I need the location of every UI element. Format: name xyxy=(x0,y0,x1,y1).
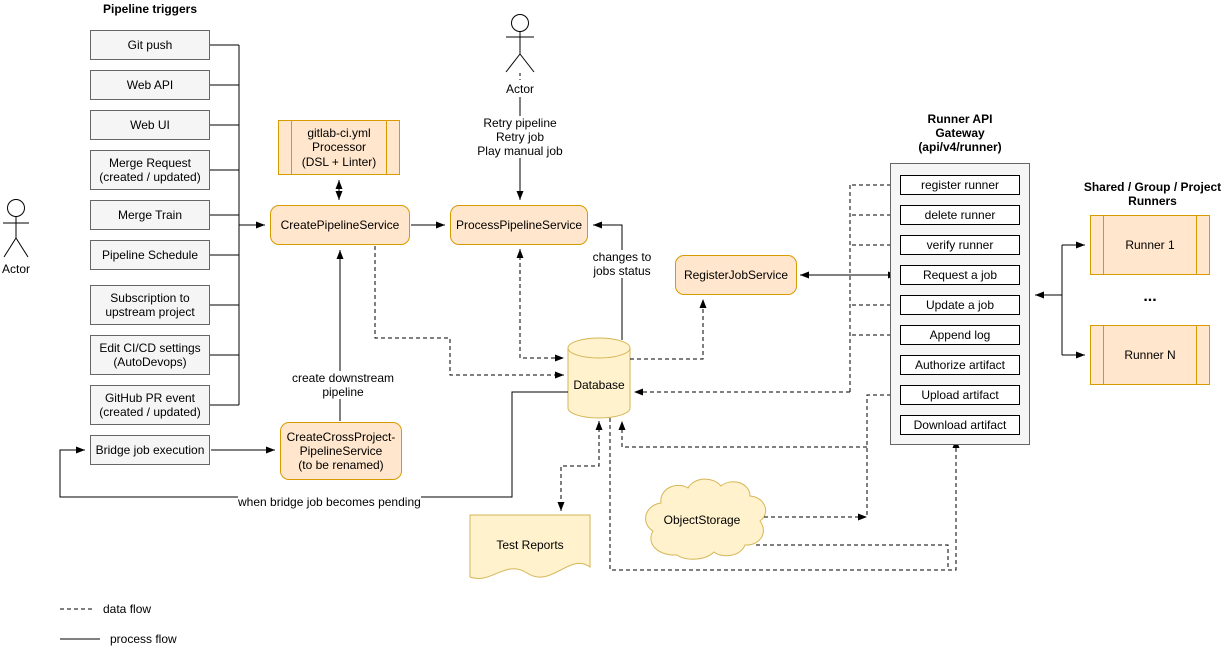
runner-n-label: Runner N xyxy=(1124,347,1176,362)
edge-upload-to-database xyxy=(618,421,867,448)
runner-1-label: Runner 1 xyxy=(1125,237,1175,252)
create-downstream-pipeline-label: create downstream pipeline xyxy=(283,371,403,400)
trigger-box-merge-request: Merge Request (created / updated) xyxy=(90,150,210,190)
process-bar-right xyxy=(1196,216,1197,274)
database-label: Database xyxy=(573,378,625,392)
trigger-box-bridge-job: Bridge job execution xyxy=(90,435,210,465)
runner-1-box: Runner 1 xyxy=(1090,215,1210,275)
edge-upload-to-objectstorage xyxy=(761,394,898,521)
runners-ellipsis: ... xyxy=(1143,288,1157,305)
endpoint-delete-runner: delete runner xyxy=(900,205,1020,225)
trigger-box-web-ui: Web UI xyxy=(90,110,210,140)
runner-n-box: Runner N xyxy=(1090,325,1210,385)
legend-process-flow-label: process flow xyxy=(110,632,177,646)
create-pipeline-service-box: CreatePipelineService xyxy=(270,205,410,245)
trigger-box-merge-train: Merge Train xyxy=(90,200,210,230)
register-job-service-box: RegisterJobService xyxy=(675,255,797,295)
trigger-box-github-pr: GitHub PR event (created / updated) xyxy=(90,385,210,425)
legend-line-samples xyxy=(60,608,100,640)
actor-top-label: Actor xyxy=(505,82,534,96)
endpoint-register-runner: register runner xyxy=(900,175,1020,195)
process-bar-left xyxy=(291,121,292,174)
retry-actions-label: Retry pipeline Retry job Play manual job xyxy=(448,116,592,159)
actor-top-figure xyxy=(505,14,535,80)
actor-left-label: Actor xyxy=(1,262,30,276)
actor-left-figure xyxy=(3,199,29,258)
edge-database-to-registerjob xyxy=(630,299,707,360)
create-cross-project-pipeline-service-box: CreateCrossProject- PipelineService (to … xyxy=(280,422,402,480)
gitlab-ci-yml-processor-box: gitlab-ci.yml Processor (DSL + Linter) xyxy=(278,120,400,175)
changes-to-jobs-status-label: changes to jobs status xyxy=(587,250,657,279)
test-reports-label: Test Reports xyxy=(496,538,564,552)
process-bar-left xyxy=(1103,326,1104,384)
when-bridge-job-pending-label: when bridge job becomes pending xyxy=(238,495,421,510)
endpoint-download-artifact: Download artifact xyxy=(900,415,1020,435)
edge-objectstorage-to-download xyxy=(756,544,949,570)
edge-database-to-processpipeline xyxy=(593,221,623,340)
edge-createpipeline-to-database xyxy=(374,246,564,379)
edge-testreports-database xyxy=(557,421,603,511)
trigger-box-edit-cicd: Edit CI/CD settings (AutoDevops) xyxy=(90,335,210,375)
edge-trigger-trunk xyxy=(210,44,240,406)
process-bar-left xyxy=(1103,216,1104,274)
legend-data-flow-label: data flow xyxy=(103,602,152,616)
runners-title: Shared / Group / Project Runners xyxy=(1083,180,1222,209)
trigger-box-pipeline-schedule: Pipeline Schedule xyxy=(90,240,210,270)
endpoint-upload-artifact: Upload artifact xyxy=(900,385,1020,405)
endpoint-authorize-artifact: Authorize artifact xyxy=(900,355,1020,375)
object-storage-label: ObjectStorage xyxy=(663,513,741,527)
process-bar-right xyxy=(1196,326,1197,384)
trigger-box-web-api: Web API xyxy=(90,70,210,100)
gateway-title: Runner API Gateway (api/v4/runner) xyxy=(918,112,1002,155)
endpoint-update-a-job: Update a job xyxy=(900,295,1020,315)
edge-processpipeline-database xyxy=(516,249,564,362)
pipeline-triggers-title: Pipeline triggers xyxy=(102,2,198,16)
endpoint-append-log: Append log xyxy=(900,325,1020,345)
process-pipeline-service-box: ProcessPipelineService xyxy=(450,205,588,245)
trigger-box-subscription: Subscription to upstream project xyxy=(90,285,210,325)
trigger-box-git-push: Git push xyxy=(90,30,210,60)
process-bar-right xyxy=(386,121,387,174)
processor-label: gitlab-ci.yml Processor (DSL + Linter) xyxy=(301,126,377,169)
endpoint-request-a-job: Request a job xyxy=(900,265,1020,285)
endpoint-verify-runner: verify runner xyxy=(900,235,1020,255)
